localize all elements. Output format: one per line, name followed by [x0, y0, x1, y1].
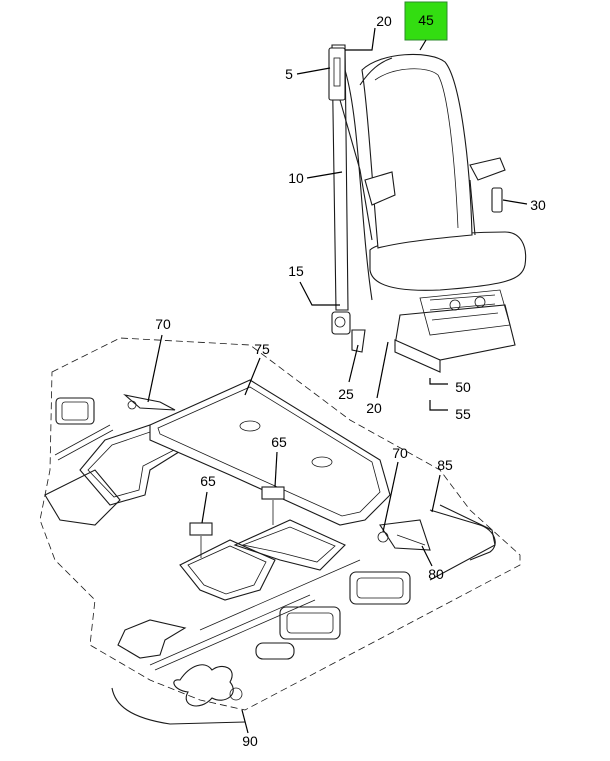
- callout-65-left[interactable]: 65: [200, 473, 216, 489]
- callout-55[interactable]: 55: [455, 406, 471, 422]
- callout-80[interactable]: 80: [428, 566, 444, 582]
- callout-90[interactable]: 90: [242, 733, 258, 749]
- callout-15[interactable]: 15: [288, 263, 304, 279]
- callout-20-bottom[interactable]: 20: [366, 400, 382, 416]
- highlight-box: [404, 1, 448, 41]
- leader-lines: [147, 27, 528, 734]
- callout-20-top[interactable]: 20: [376, 13, 392, 29]
- callout-65-right[interactable]: 65: [271, 434, 287, 450]
- callout-70-right[interactable]: 70: [392, 445, 408, 461]
- callout-labels: 45 20 5 10 30 15 70 75 25 20 50 55 65 65…: [155, 12, 546, 749]
- callout-25[interactable]: 25: [338, 386, 354, 402]
- callout-70-left[interactable]: 70: [155, 316, 171, 332]
- callout-30[interactable]: 30: [530, 197, 546, 213]
- callout-10[interactable]: 10: [288, 170, 304, 186]
- callout-85[interactable]: 85: [437, 457, 453, 473]
- seat-assembly: [328, 44, 527, 373]
- floor-panel: [39, 337, 521, 725]
- callout-5[interactable]: 5: [285, 66, 293, 82]
- callout-45[interactable]: 45: [418, 12, 434, 28]
- callout-75[interactable]: 75: [254, 341, 270, 357]
- callout-50[interactable]: 50: [455, 379, 471, 395]
